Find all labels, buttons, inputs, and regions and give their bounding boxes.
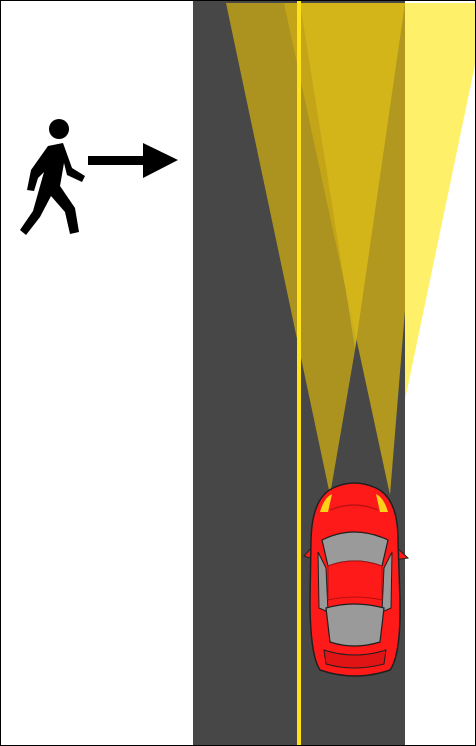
rear-window <box>326 604 384 646</box>
center-line <box>297 0 301 746</box>
pedestrian-head <box>49 119 69 139</box>
red-sports-car <box>304 483 408 676</box>
arrow-shaft <box>88 156 150 165</box>
car-roof <box>328 561 382 600</box>
